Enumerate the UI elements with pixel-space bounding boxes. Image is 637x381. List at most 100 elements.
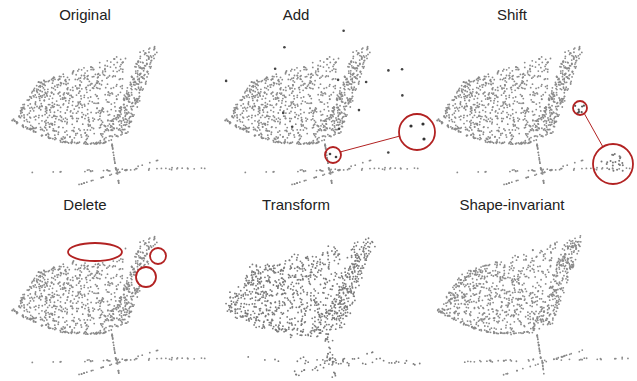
point — [126, 98, 128, 100]
point — [318, 141, 320, 143]
point — [301, 119, 303, 121]
point — [294, 104, 296, 106]
point — [154, 46, 156, 48]
point — [289, 112, 291, 114]
point — [228, 121, 230, 123]
point — [285, 87, 287, 89]
point — [240, 99, 242, 101]
point — [81, 136, 83, 138]
point — [57, 93, 59, 95]
point — [351, 67, 353, 69]
point — [41, 120, 43, 122]
point — [329, 98, 331, 100]
point — [367, 54, 369, 56]
point — [259, 108, 261, 110]
point — [362, 47, 364, 49]
point — [27, 114, 29, 116]
point — [54, 124, 56, 126]
point — [296, 94, 298, 96]
point — [51, 116, 53, 118]
point — [359, 76, 361, 78]
point — [337, 121, 339, 123]
point — [56, 104, 58, 106]
point — [273, 107, 275, 109]
point — [89, 89, 91, 91]
point — [317, 74, 319, 76]
point — [30, 117, 32, 119]
point — [286, 127, 288, 129]
point — [358, 80, 360, 82]
point — [302, 100, 304, 102]
point — [265, 97, 267, 99]
point — [61, 139, 63, 141]
point — [48, 123, 50, 125]
point — [92, 179, 94, 181]
point — [314, 109, 316, 111]
point — [71, 139, 73, 141]
point — [304, 127, 306, 129]
point — [126, 90, 128, 92]
point — [113, 64, 115, 66]
point — [68, 92, 70, 94]
point — [270, 109, 272, 111]
point — [304, 76, 306, 78]
point — [336, 119, 338, 121]
point — [317, 131, 319, 133]
point — [258, 134, 260, 136]
point — [114, 106, 116, 108]
point — [252, 85, 254, 87]
point — [23, 104, 25, 106]
point — [277, 121, 279, 123]
point — [84, 132, 86, 134]
point — [312, 113, 314, 115]
point — [301, 81, 303, 83]
point — [103, 111, 105, 113]
point — [341, 118, 343, 120]
point — [127, 131, 129, 133]
point — [319, 60, 321, 62]
point — [35, 119, 37, 121]
point — [74, 79, 76, 81]
point — [250, 92, 252, 94]
point — [156, 52, 158, 54]
point — [137, 72, 139, 74]
point — [76, 121, 78, 123]
point — [335, 71, 337, 73]
point — [119, 171, 121, 173]
point — [49, 104, 51, 106]
point — [347, 88, 349, 90]
point — [26, 128, 28, 130]
point — [250, 89, 252, 91]
point — [42, 87, 44, 89]
point — [255, 87, 257, 89]
point — [92, 117, 94, 119]
point — [156, 168, 158, 170]
point — [35, 127, 37, 129]
point — [271, 84, 273, 86]
point — [284, 104, 286, 106]
point — [142, 62, 144, 64]
point — [252, 98, 254, 100]
point — [352, 51, 354, 53]
point — [274, 82, 276, 84]
point — [114, 159, 116, 161]
point — [322, 93, 324, 95]
point — [242, 107, 244, 109]
point — [290, 101, 292, 103]
point — [334, 88, 336, 90]
point — [284, 115, 286, 117]
point — [318, 126, 320, 128]
point — [256, 100, 258, 102]
point — [131, 109, 133, 111]
point — [90, 83, 92, 85]
point — [31, 90, 33, 92]
point — [80, 95, 82, 97]
point — [41, 91, 43, 93]
point — [92, 69, 94, 71]
point — [350, 72, 352, 74]
point — [292, 130, 294, 132]
point — [327, 58, 329, 60]
point — [285, 129, 287, 131]
point — [310, 119, 312, 121]
point — [139, 73, 141, 75]
